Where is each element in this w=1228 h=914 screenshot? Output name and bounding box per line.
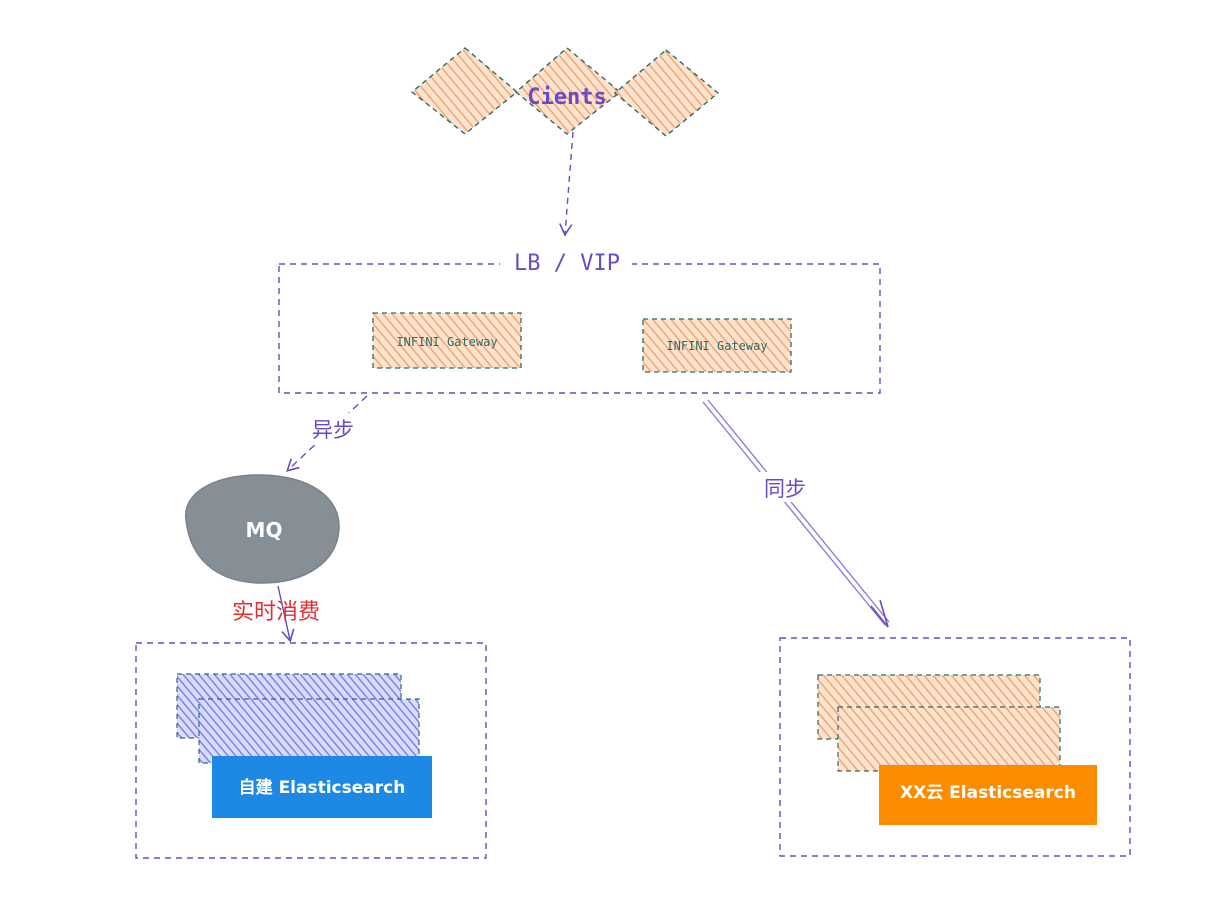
gateway-box-1 [372,312,522,369]
gateway-label-1: INFINI Gateway [396,335,497,349]
lb-label: LB / VIP [514,251,620,276]
self-hosted-badge [212,756,432,818]
gateway-label-2: INFINI Gateway [666,339,767,353]
gateway-node-1: INFINI Gateway [372,312,522,369]
clients-to-lb-arrow [559,131,574,237]
cloud-container [779,637,1131,857]
consume-arrow [277,585,295,643]
mq-node: MQ [185,474,340,584]
sync-label: 同步 [764,477,806,501]
self-hosted-node-front [198,698,420,764]
self-hosted-container [135,642,487,859]
mq-label: MQ [246,518,283,542]
async-label-mask [303,413,361,443]
client-diamond-right [613,49,720,137]
lb-container: LB / VIP [278,248,881,394]
cloud-cluster: XX云 Elasticsearch [779,637,1131,857]
cloud-label: XX云 Elasticsearch [900,783,1076,803]
cloud-badge [879,765,1097,825]
clients-label: Cients [527,85,606,110]
client-diamond-center [514,47,622,135]
sync-arrow [702,399,890,628]
lb-label-mask [500,248,632,276]
consume-label: 实时消费 [232,600,320,625]
clients-node: Cients [410,47,720,137]
self-hosted-label: 自建 Elasticsearch [239,777,406,798]
self-hosted-cluster: 自建 Elasticsearch [135,642,487,859]
gateway-node-2: INFINI Gateway [642,318,792,373]
client-diamond-left [410,47,519,135]
async-label: 异步 [312,418,354,442]
cloud-node-front [837,706,1061,772]
mq-blob [185,474,340,584]
gateway-box-2 [642,318,792,373]
sync-label-mask [756,472,814,502]
